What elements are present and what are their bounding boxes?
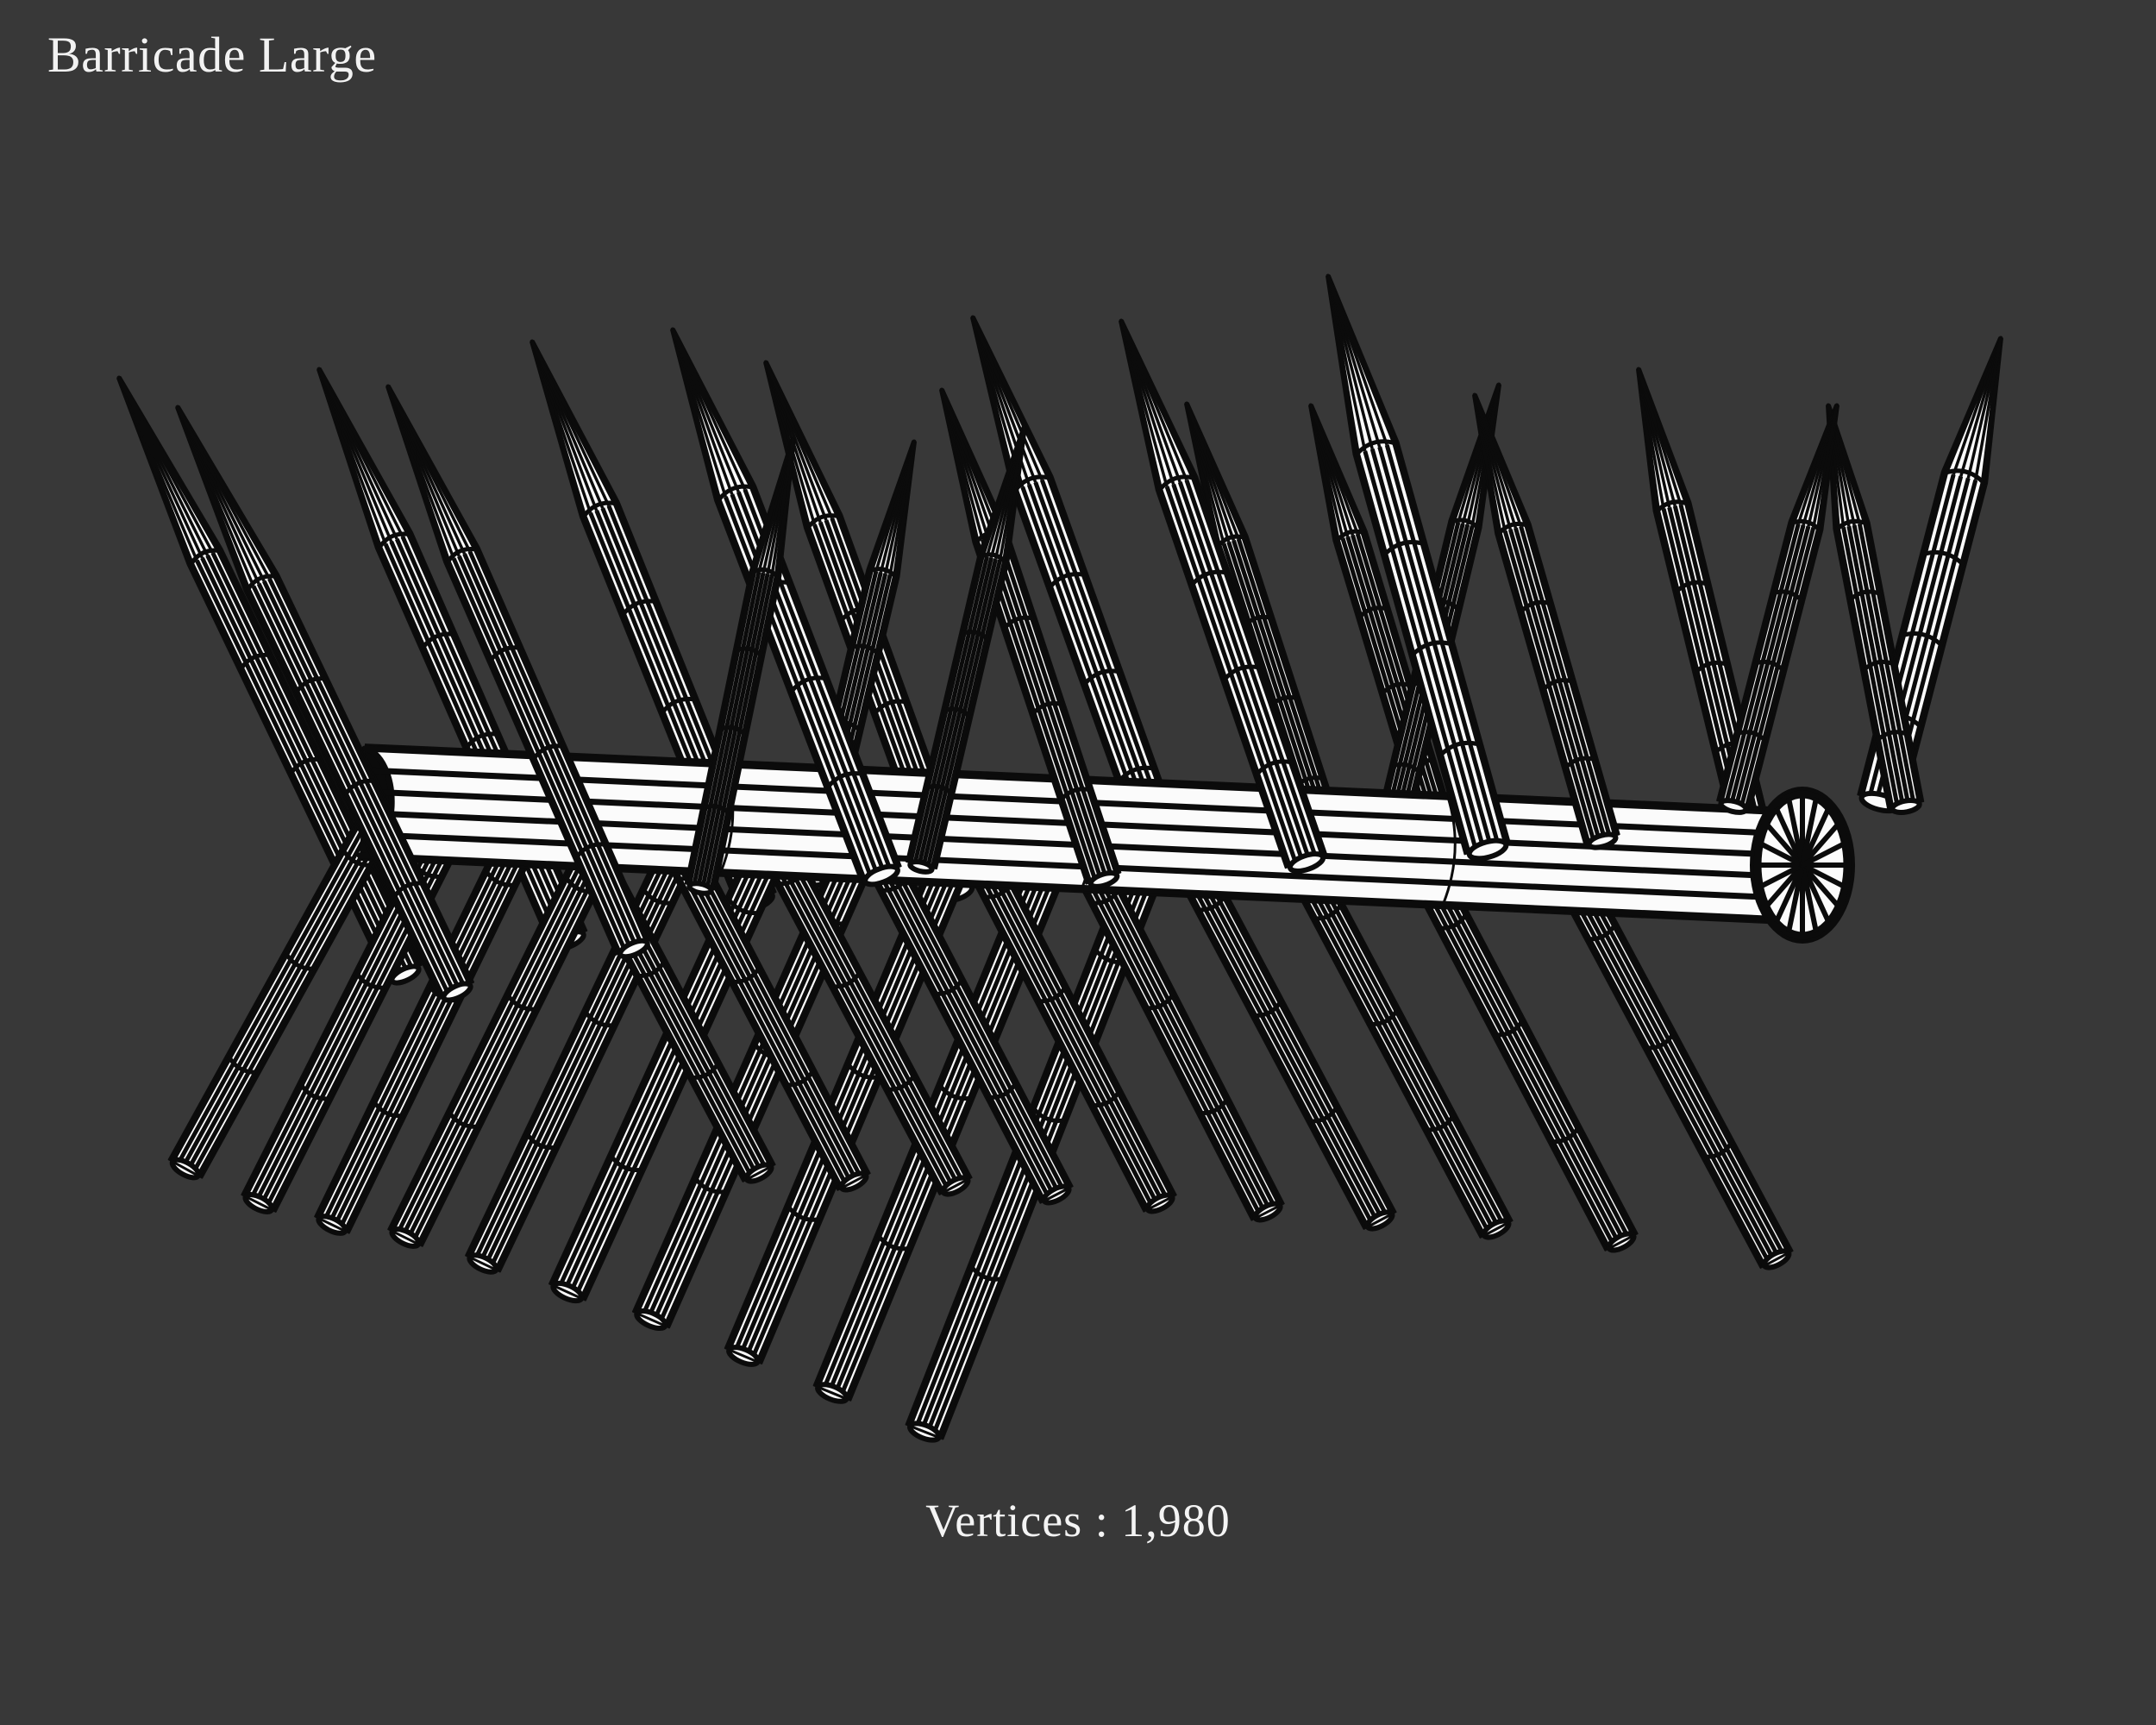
log-end-cap bbox=[1750, 787, 1855, 944]
vertices-stat: Vertices : 1,980 bbox=[925, 1495, 1231, 1546]
page-title: Barricade Large bbox=[47, 27, 377, 83]
upper-stakes-front-layer bbox=[175, 273, 1925, 1003]
